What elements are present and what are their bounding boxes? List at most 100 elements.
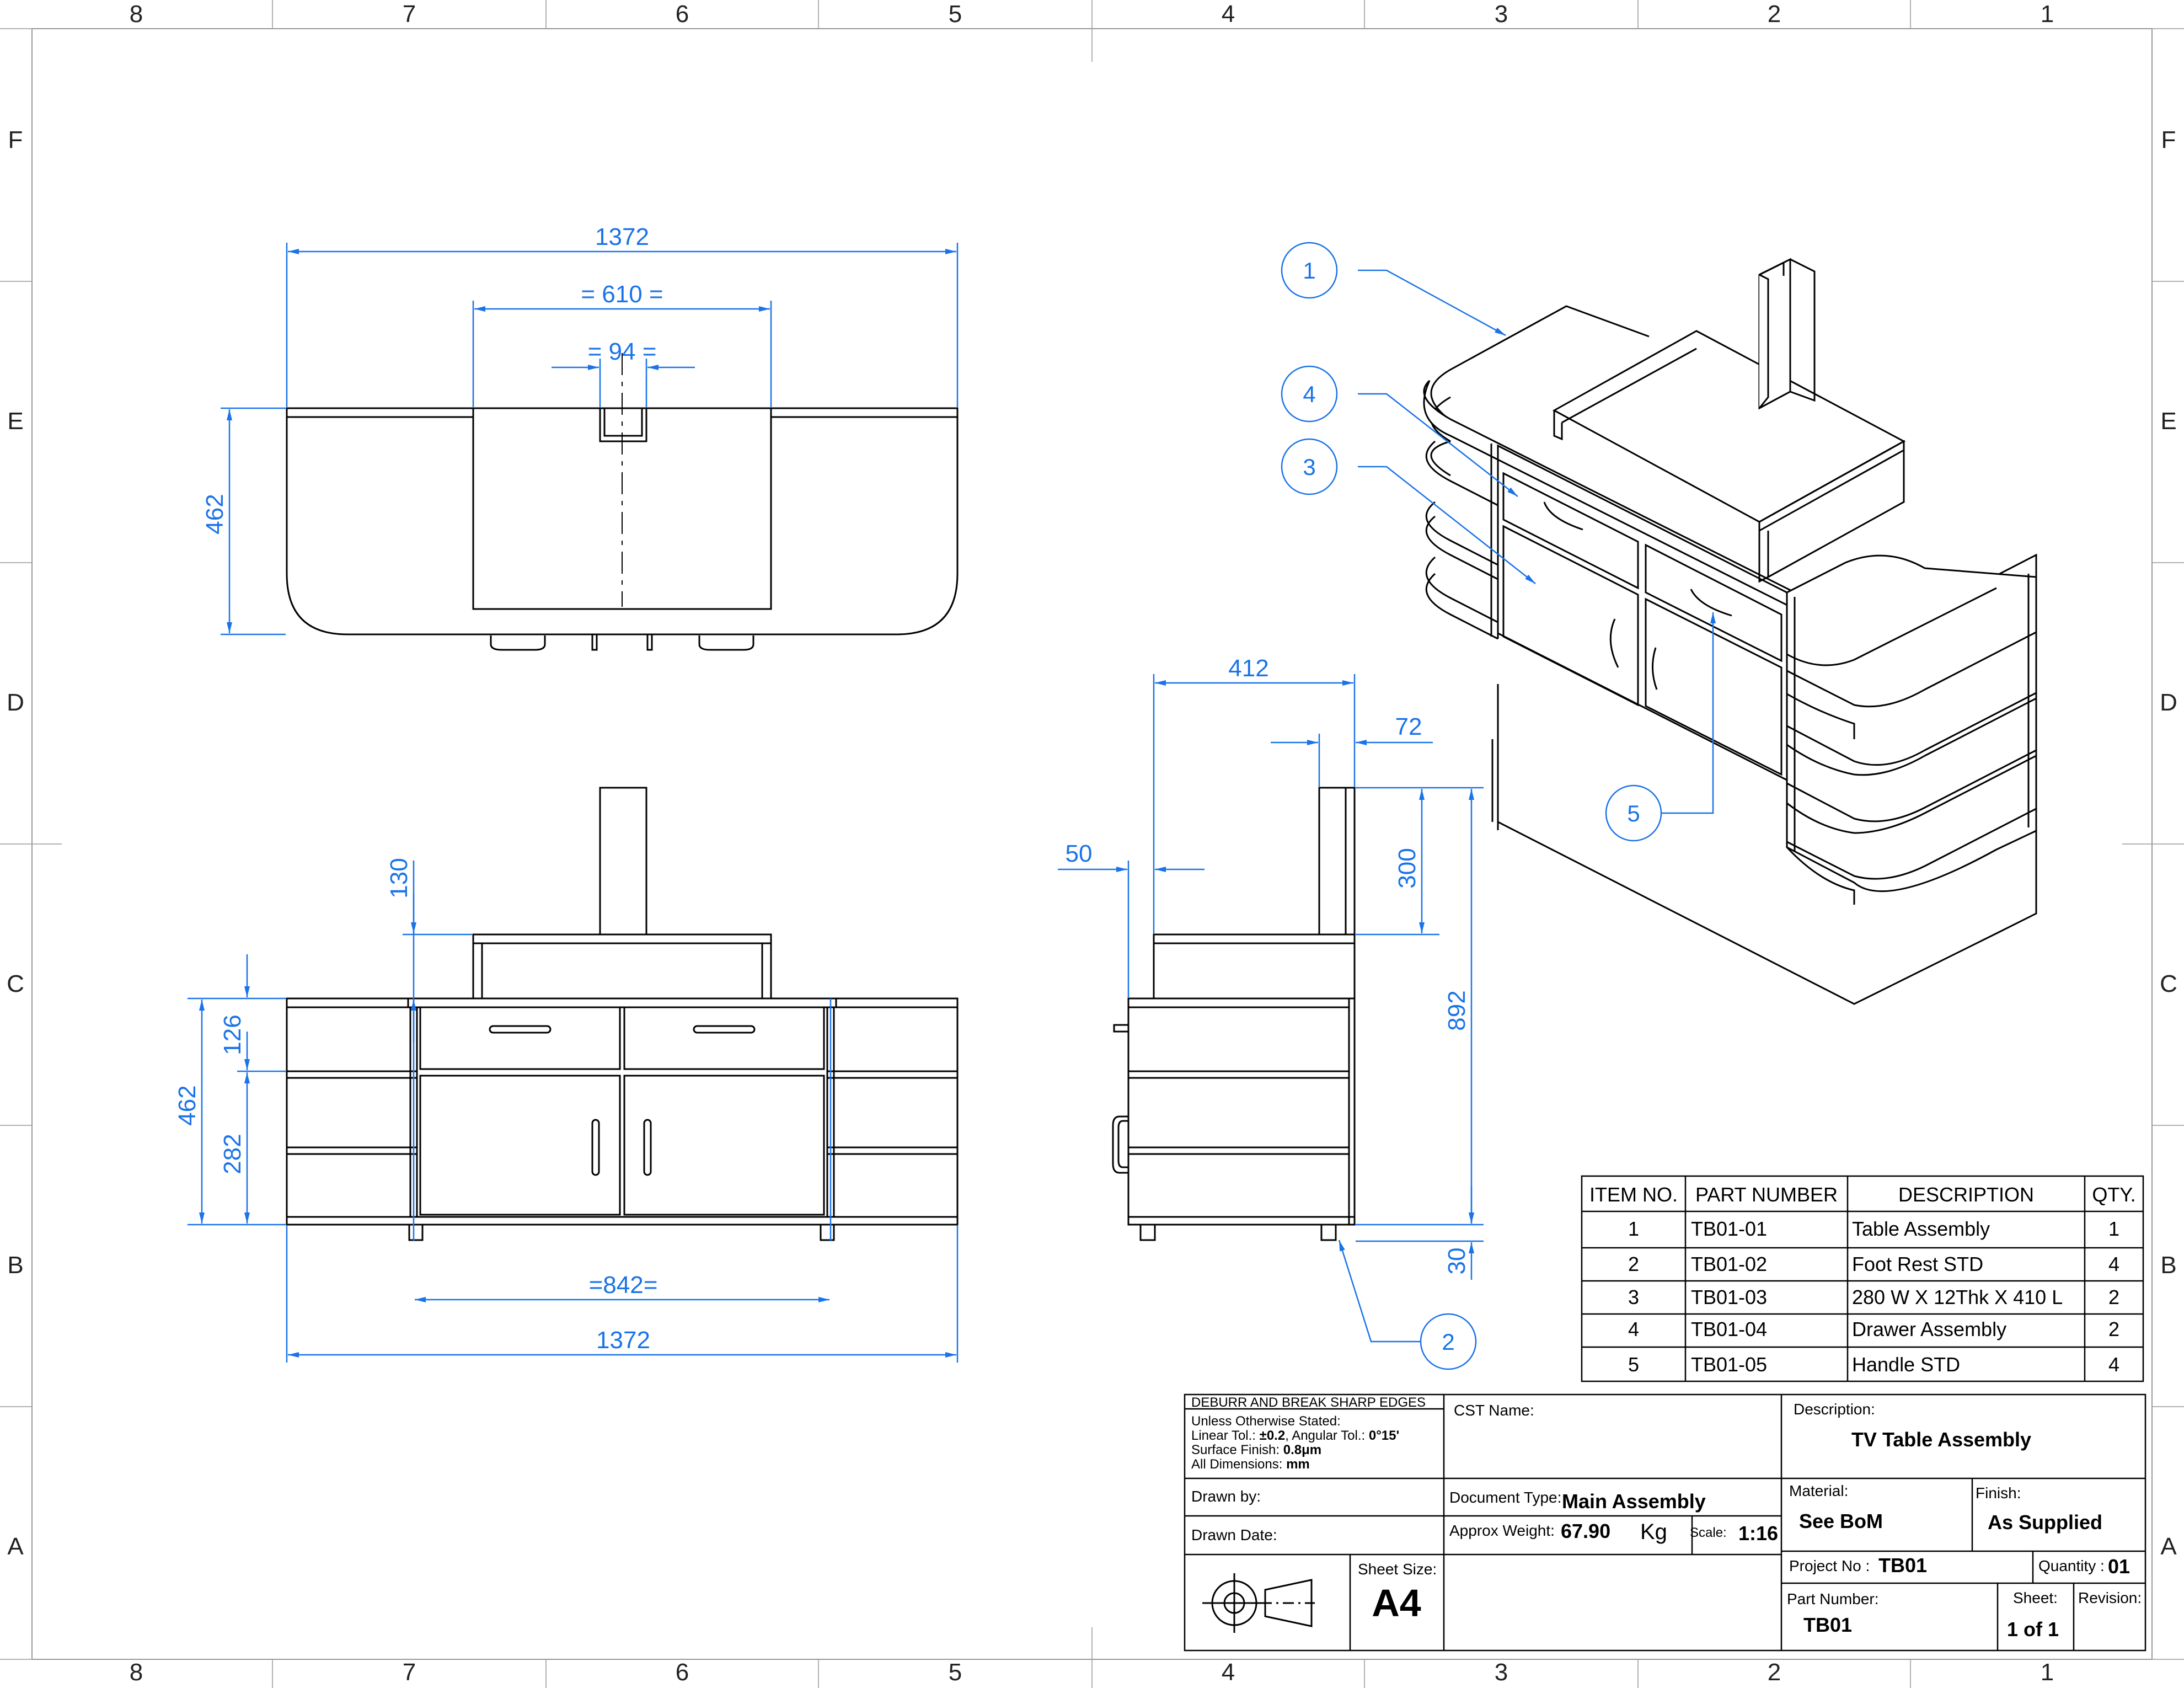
tb-tolerances: Linear Tol.: ±0.2, Angular Tol.: 0°15': [1191, 1428, 1399, 1443]
bom-cell: 5: [1628, 1353, 1639, 1376]
tb-sheet-label: Sheet:: [2013, 1589, 2058, 1606]
bom-cell: TB01-04: [1691, 1318, 1767, 1340]
balloon: [1281, 365, 1338, 423]
balloon: [1281, 438, 1338, 495]
tb-cst-label: CST Name:: [1454, 1402, 1534, 1419]
dim-side-foot-height: 30: [1443, 1248, 1470, 1275]
bom-cell: 4: [1628, 1318, 1639, 1340]
bom-cell: 2: [2108, 1286, 2119, 1308]
front-view-dimensions: 130 126 282 462 =842= 1372: [174, 858, 959, 1363]
tb-part-value: TB01: [1803, 1614, 1852, 1636]
title-block: DEBURR AND BREAK SHARP EDGES Unless Othe…: [1184, 1393, 2146, 1652]
top-view: [286, 353, 959, 651]
tb-quantity-value: 01: [2108, 1555, 2130, 1578]
dim-front-top-gap: 130: [386, 858, 413, 898]
tb-scale-value: 1:16: [1738, 1522, 1778, 1545]
zone-col-label: 5: [949, 1, 962, 28]
dim-top-center-width: = 610 =: [581, 281, 663, 308]
dim-side-post-depth: 72: [1395, 713, 1422, 740]
bom-table: ITEM NO. PART NUMBER DESCRIPTION QTY. 1 …: [1581, 1175, 2144, 1382]
dim-front-door-height: 282: [219, 1134, 246, 1174]
tb-revision-label: Revision:: [2078, 1589, 2142, 1606]
tb-description-value: TV Table Assembly: [1851, 1428, 2031, 1451]
tb-finish-value: As Supplied: [1988, 1511, 2102, 1534]
bom-cell: Drawer Assembly: [1852, 1318, 2006, 1340]
bom-cell: TB01-02: [1691, 1253, 1767, 1275]
tb-sheet-value: 1 of 1: [2007, 1618, 2059, 1641]
bom-header: QTY.: [2092, 1183, 2135, 1206]
tb-project-value: TB01: [1878, 1554, 1927, 1577]
balloons: 1 4 3 5 2: [1281, 242, 1662, 1370]
tb-weight-label: Approx Weight:: [1449, 1522, 1555, 1539]
tb-all-dimensions: All Dimensions: mm: [1191, 1457, 1310, 1472]
bom-cell: 1: [2108, 1217, 2119, 1240]
bom-cell: TB01-01: [1691, 1217, 1767, 1240]
front-view: [286, 787, 959, 1241]
zone-row-label: E: [2160, 408, 2176, 435]
zone-row-label: D: [7, 689, 24, 716]
dim-side-overall-height: 892: [1443, 990, 1470, 1030]
zone-row-label: C: [7, 970, 24, 997]
dim-top-depth: 462: [201, 494, 228, 534]
bom-cell: 2: [2108, 1318, 2119, 1340]
tb-part-label: Part Number:: [1787, 1590, 1879, 1607]
bom-cell: 4: [2108, 1253, 2119, 1275]
dim-side-post-height: 300: [1394, 848, 1421, 888]
zone-col-label: 7: [403, 1, 416, 28]
bom-row: 2 TB01-02 Foot Rest STD 4: [1628, 1253, 2119, 1275]
balloon: [1605, 784, 1662, 842]
balloon: [1281, 242, 1338, 299]
zone-col-label: 2: [1768, 1659, 1781, 1686]
zone-row-label: F: [2161, 126, 2176, 153]
tb-sheet-size-value: A4: [1372, 1582, 1421, 1625]
tb-unless: Unless Otherwise Stated:: [1191, 1414, 1341, 1429]
side-view-dimensions: 412 72 50 300 892 30: [1058, 655, 1484, 1280]
isometric-view: [1423, 258, 2037, 1005]
zone-row-label: D: [2160, 689, 2177, 716]
bom-row: 5 TB01-05 Handle STD 4: [1628, 1353, 2119, 1376]
tb-scale-label: Scale:: [1690, 1525, 1727, 1540]
bom-row: 3 TB01-03 280 W X 12Thk X 410 L 2: [1628, 1286, 2119, 1308]
zone-labels: 8 7 6 5 4 3 2 1 8 7 6 5 4 3 2 1 F E D C …: [7, 1, 2177, 1686]
side-view: [1112, 787, 1356, 1241]
bom-header: ITEM NO.: [1589, 1183, 1678, 1206]
tb-material-value: See BoM: [1799, 1510, 1883, 1532]
zone-col-label: 1: [2041, 1659, 2054, 1686]
bom-header: PART NUMBER: [1695, 1183, 1838, 1206]
bom-cell: 4: [2108, 1353, 2119, 1376]
zone-col-label: 8: [130, 1, 143, 28]
dim-front-height: 462: [174, 1085, 201, 1125]
tb-material-label: Material:: [1789, 1482, 1848, 1499]
bom-cell: TB01-05: [1691, 1353, 1767, 1376]
dim-front-overall: 1372: [596, 1327, 650, 1354]
zone-col-label: 6: [676, 1659, 689, 1686]
tb-doc-type-value: Main Assembly: [1562, 1490, 1706, 1513]
bom-cell: 2: [1628, 1253, 1639, 1275]
zone-col-label: 7: [403, 1659, 416, 1686]
bom-row: 4 TB01-04 Drawer Assembly 2: [1628, 1318, 2119, 1340]
tb-drawn-by-label: Drawn by:: [1191, 1488, 1261, 1505]
zone-col-label: 1: [2041, 1, 2054, 28]
bom-row: 1 TB01-01 Table Assembly 1: [1628, 1217, 2119, 1240]
bom-cell: Foot Rest STD: [1852, 1253, 1983, 1275]
zone-col-label: 5: [949, 1659, 962, 1686]
balloon-label: 4: [1303, 381, 1315, 407]
zone-row-label: A: [7, 1533, 24, 1560]
bom-cell: TB01-03: [1691, 1286, 1767, 1308]
zone-col-label: 4: [1222, 1, 1235, 28]
bom-cell: Table Assembly: [1852, 1217, 1990, 1240]
balloon-label: 2: [1442, 1329, 1454, 1355]
dim-side-depth: 412: [1228, 655, 1268, 682]
zone-row-label: E: [7, 408, 23, 435]
zone-row-label: C: [2160, 970, 2177, 997]
zone-col-label: 3: [1495, 1659, 1508, 1686]
tb-weight-unit: Kg: [1640, 1520, 1667, 1544]
tb-finish-label: Finish:: [1976, 1484, 2021, 1502]
bom-cell: 280 W X 12Thk X 410 L: [1852, 1286, 2063, 1308]
dim-front-drawer-height: 126: [219, 1014, 246, 1055]
tb-description-label: Description:: [1794, 1401, 1875, 1418]
bom-cell: 1: [1628, 1217, 1639, 1240]
dim-side-setback: 50: [1066, 840, 1093, 867]
tb-weight-value: 67.90: [1561, 1520, 1610, 1542]
